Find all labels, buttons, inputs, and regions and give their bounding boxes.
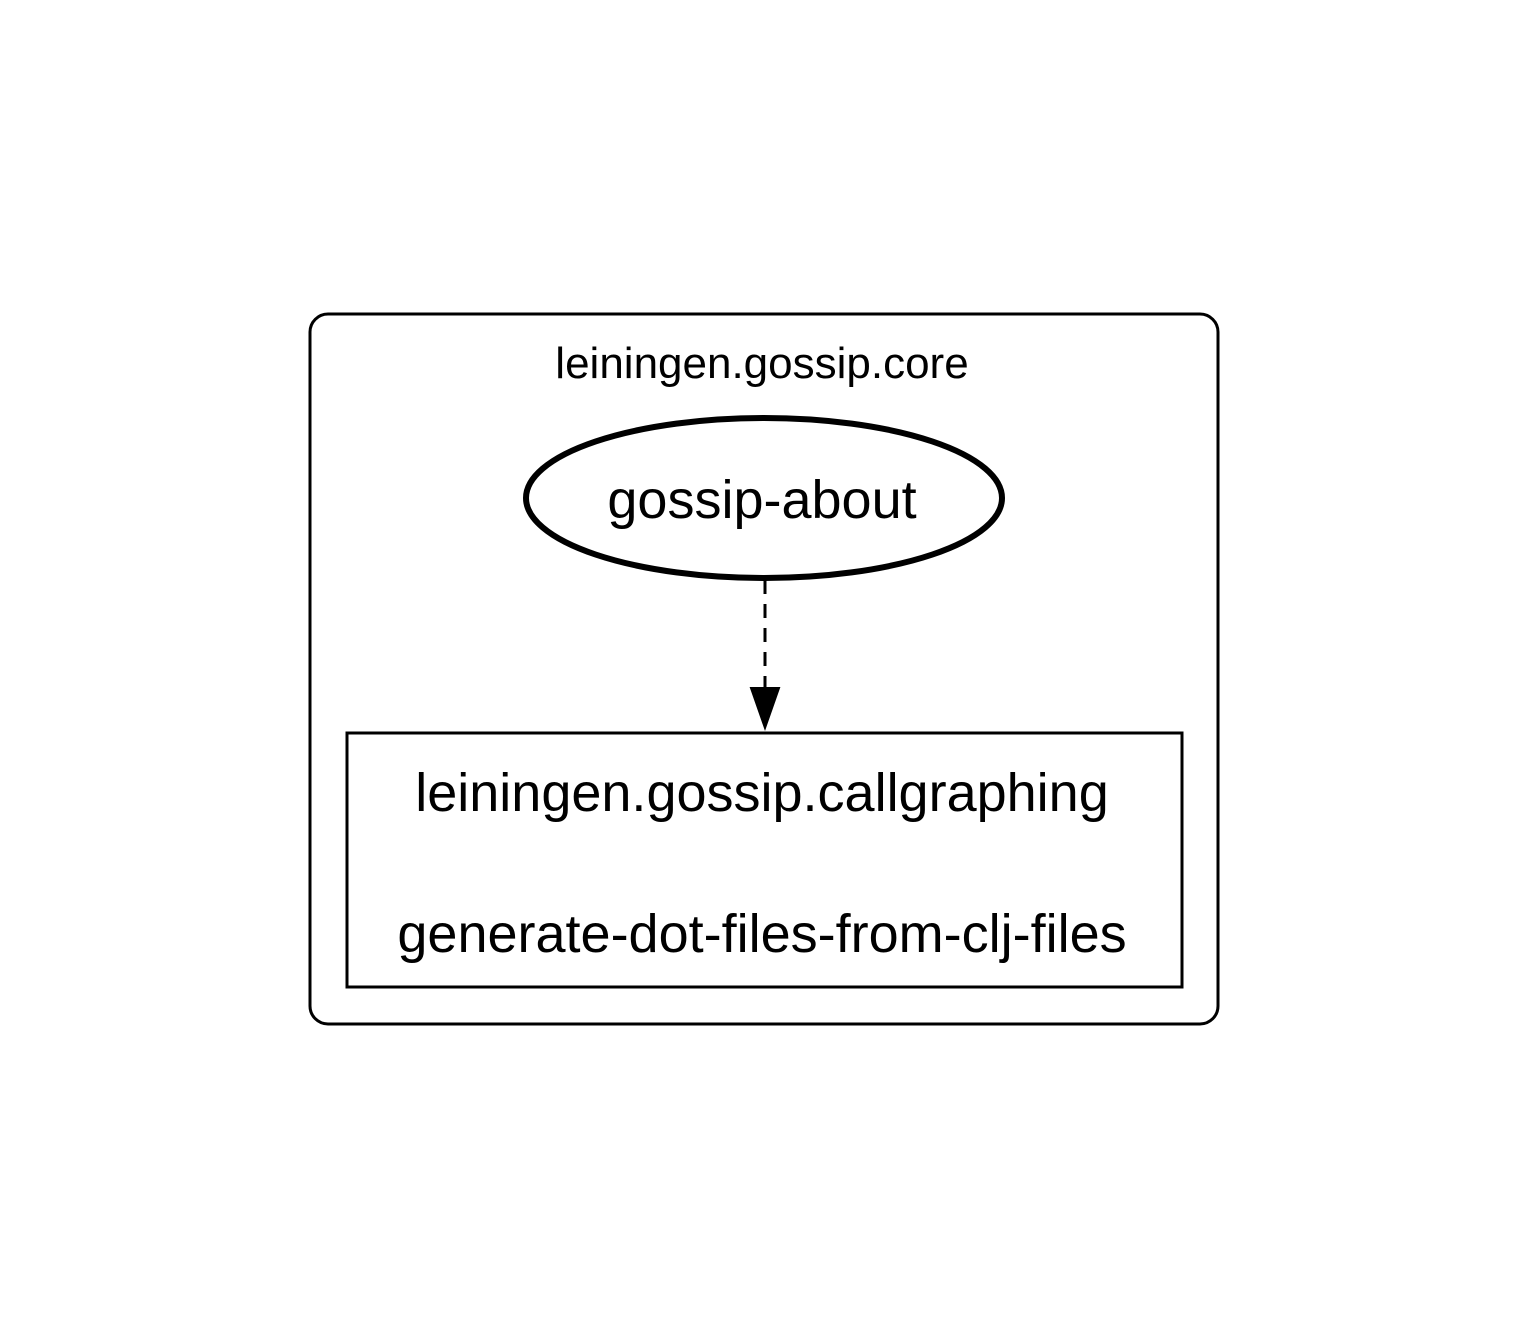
cluster-leiningen-gossip-core: leiningen.gossip.core xyxy=(308,312,1220,1026)
cluster-border xyxy=(308,312,1220,1026)
node-box xyxy=(345,731,1184,989)
cluster-label: leiningen.gossip.core xyxy=(555,339,968,388)
edge-arrowhead xyxy=(749,687,781,732)
node-generate-dot-files-from-clj-files[interactable]: leiningen.gossip.callgraphing generate-d… xyxy=(345,731,1184,989)
node-label: gossip-about xyxy=(607,470,916,530)
edge-gossip-about-to-generate-dot-files xyxy=(749,580,781,732)
node-ellipse xyxy=(523,415,1005,581)
node-namespace-label: leiningen.gossip.callgraphing xyxy=(415,763,1108,823)
node-function-label: generate-dot-files-from-clj-files xyxy=(397,904,1126,964)
node-gossip-about[interactable]: gossip-about xyxy=(523,415,1005,581)
